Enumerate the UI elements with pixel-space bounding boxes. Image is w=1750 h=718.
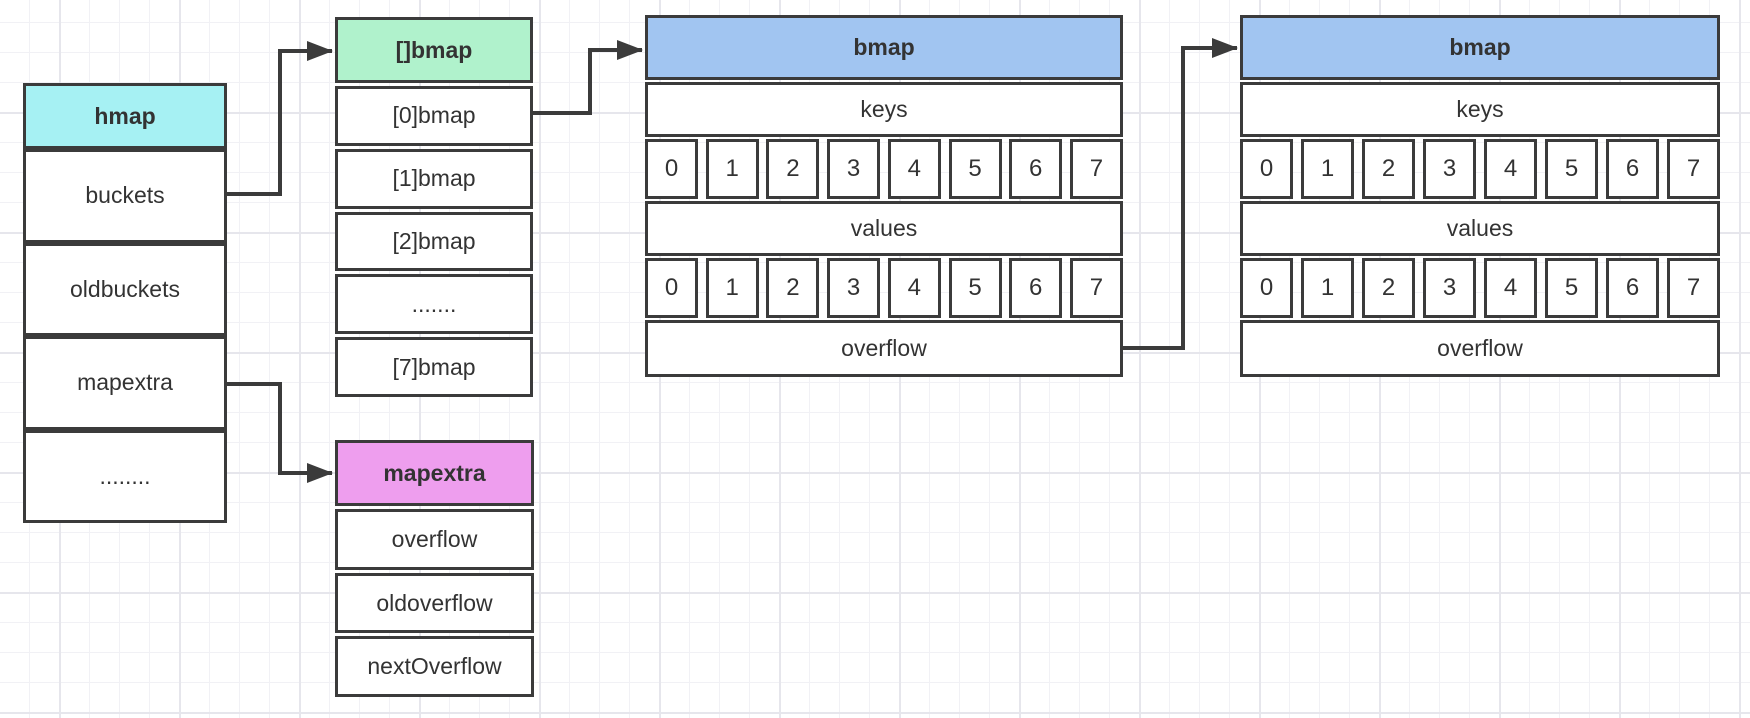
bmap2-values-label: values: [1240, 201, 1720, 256]
mapextra-row-oldoverflow: oldoverflow: [335, 572, 534, 634]
key-slot: 7: [1667, 139, 1720, 199]
key-slot: 7: [1069, 139, 1123, 199]
bucket-array-header: []bmap: [335, 17, 533, 83]
bmap2-overflow-label: overflow: [1240, 320, 1720, 377]
value-slot: 1: [705, 258, 759, 318]
mapextra-row-nextoverflow: nextOverflow: [335, 636, 534, 698]
key-slot: 3: [827, 139, 881, 199]
bmap1-keys-slots: 0 1 2 3 4 5 6 7: [645, 139, 1123, 199]
key-slot: 6: [1009, 139, 1063, 199]
value-slot: 7: [1667, 258, 1720, 318]
mapextra-header: mapextra: [335, 440, 534, 506]
key-slot: 5: [948, 139, 1002, 199]
bmap2-keys-slots: 0 1 2 3 4 5 6 7: [1240, 139, 1720, 199]
bmap2-header: bmap: [1240, 15, 1720, 80]
bucket-array-row-0: [0]bmap: [335, 86, 533, 146]
value-slot: 3: [1423, 258, 1476, 318]
hmap-row-ellipsis: ........: [23, 429, 227, 523]
value-slot: 6: [1009, 258, 1063, 318]
bmap1-values-label: values: [645, 201, 1123, 256]
value-slot: 0: [645, 258, 698, 318]
arrow-mapextra-to-mapextra-box: [227, 382, 333, 483]
arrow-overflow-to-bmap2: [1123, 38, 1238, 350]
bucket-array-row-7: [7]bmap: [335, 337, 533, 397]
bucket-array-row-2: [2]bmap: [335, 211, 533, 272]
bmap1-values-slots: 0 1 2 3 4 5 6 7: [645, 258, 1123, 318]
value-slot: 1: [1301, 258, 1354, 318]
value-slot: 4: [887, 258, 941, 318]
value-slot: 3: [827, 258, 881, 318]
value-slot: 4: [1484, 258, 1537, 318]
bmap1-overflow-label: overflow: [645, 320, 1123, 377]
bmap1-header: bmap: [645, 15, 1123, 80]
arrow-buckets-to-bucket-array: [227, 41, 333, 196]
value-slot: 0: [1240, 258, 1293, 318]
mapextra-row-overflow: overflow: [335, 509, 534, 570]
key-slot: 4: [887, 139, 941, 199]
value-slot: 6: [1606, 258, 1659, 318]
key-slot: 6: [1606, 139, 1659, 199]
bmap-bucket-1: bmap keys 0 1 2 3 4 5 6 7 values 0 1 2 3…: [645, 15, 1123, 377]
bmap2-values-slots: 0 1 2 3 4 5 6 7: [1240, 258, 1720, 318]
bmap1-keys-label: keys: [645, 82, 1123, 137]
key-slot: 0: [645, 139, 698, 199]
hmap-row-mapextra: mapextra: [23, 336, 227, 430]
value-slot: 5: [1545, 258, 1598, 318]
hmap-box: hmap buckets oldbuckets mapextra .......…: [23, 83, 227, 523]
value-slot: 2: [766, 258, 820, 318]
bucket-array-row-ellipsis: .......: [335, 274, 533, 335]
arrow-bucket0-to-bmap1: [533, 40, 643, 115]
hmap-row-oldbuckets: oldbuckets: [23, 242, 227, 336]
key-slot: 3: [1423, 139, 1476, 199]
value-slot: 5: [948, 258, 1002, 318]
key-slot: 1: [705, 139, 759, 199]
key-slot: 4: [1484, 139, 1537, 199]
key-slot: 5: [1545, 139, 1598, 199]
key-slot: 2: [1362, 139, 1415, 199]
mapextra-box: mapextra overflow oldoverflow nextOverfl…: [335, 440, 534, 698]
key-slot: 2: [766, 139, 820, 199]
hmap-header: hmap: [23, 83, 227, 149]
value-slot: 2: [1362, 258, 1415, 318]
bucket-array-box: []bmap [0]bmap [1]bmap [2]bmap ....... […: [335, 17, 533, 397]
bmap-bucket-2: bmap keys 0 1 2 3 4 5 6 7 values 0 1 2 3…: [1240, 15, 1720, 377]
value-slot: 7: [1069, 258, 1123, 318]
key-slot: 0: [1240, 139, 1293, 199]
hmap-row-buckets: buckets: [23, 149, 227, 243]
bucket-array-row-1: [1]bmap: [335, 148, 533, 209]
bmap2-keys-label: keys: [1240, 82, 1720, 137]
key-slot: 1: [1301, 139, 1354, 199]
